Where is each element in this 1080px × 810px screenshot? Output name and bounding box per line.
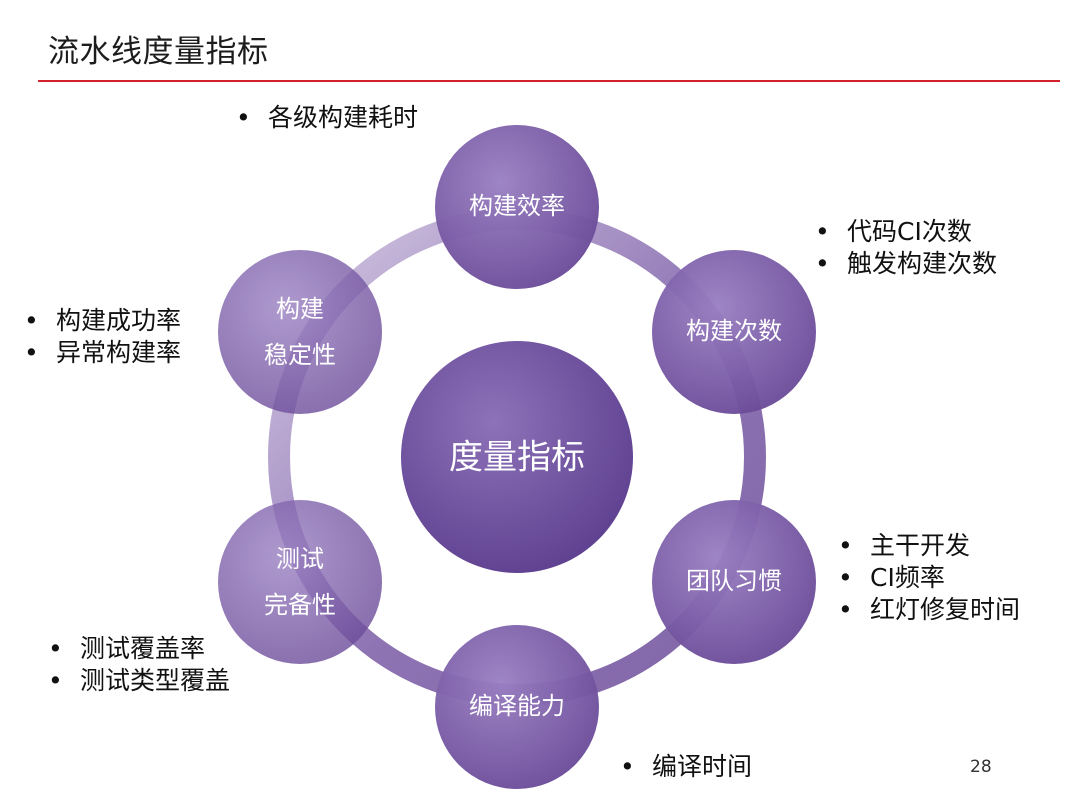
node-compile-ability-circle bbox=[435, 625, 599, 789]
node-build-efficiency-label: 构建效率 bbox=[469, 192, 565, 220]
build-stability-notes: 构建成功率 异常构建率 bbox=[24, 305, 181, 369]
node-build-efficiency: 构建效率 bbox=[435, 125, 599, 289]
build-count-notes: 代码CI次数 触发构建次数 bbox=[815, 216, 997, 280]
page-number: 28 bbox=[970, 757, 992, 777]
node-test-completeness: 测试 完备性 bbox=[218, 500, 382, 664]
test-completeness-note: 测试类型覆盖 bbox=[48, 665, 230, 697]
node-build-stability-label-line2: 稳定性 bbox=[264, 341, 336, 369]
node-team-habits-circle bbox=[652, 500, 816, 664]
node-build-efficiency-circle bbox=[435, 125, 599, 289]
test-completeness-notes: 测试覆盖率 测试类型覆盖 bbox=[48, 633, 230, 697]
team-habits-notes: 主干开发 CI频率 红灯修复时间 bbox=[838, 530, 1020, 626]
node-compile-ability: 编译能力 bbox=[435, 625, 599, 789]
node-compile-ability-label: 编译能力 bbox=[469, 692, 565, 720]
node-test-completeness-label-line1: 测试 bbox=[276, 545, 324, 573]
node-build-stability: 构建 稳定性 bbox=[218, 250, 382, 414]
build-efficiency-notes: 各级构建耗时 bbox=[236, 102, 418, 134]
compile-ability-note: 编译时间 bbox=[620, 751, 752, 783]
center-hub bbox=[401, 341, 633, 573]
slide-title: 流水线度量指标 bbox=[48, 34, 269, 70]
node-build-count-label: 构建次数 bbox=[686, 317, 782, 345]
team-habits-note: 红灯修复时间 bbox=[838, 594, 1020, 626]
node-build-count-circle bbox=[652, 250, 816, 414]
node-test-completeness-label-line2: 完备性 bbox=[264, 591, 336, 619]
test-completeness-note: 测试覆盖率 bbox=[48, 633, 230, 665]
build-count-note: 触发构建次数 bbox=[815, 248, 997, 280]
team-habits-note: CI频率 bbox=[838, 562, 1020, 594]
build-stability-note: 异常构建率 bbox=[24, 337, 181, 369]
build-efficiency-note: 各级构建耗时 bbox=[236, 102, 418, 134]
node-build-stability-label-line1: 构建 bbox=[276, 295, 324, 323]
node-team-habits-label: 团队习惯 bbox=[686, 567, 782, 595]
team-habits-note: 主干开发 bbox=[838, 530, 1020, 562]
node-test-completeness-circle bbox=[218, 500, 382, 664]
title-divider bbox=[38, 80, 1060, 82]
build-count-note: 代码CI次数 bbox=[815, 216, 997, 248]
compile-ability-notes: 编译时间 bbox=[620, 751, 752, 783]
node-build-stability-circle bbox=[218, 250, 382, 414]
center-hub-label: 度量指标 bbox=[449, 438, 585, 478]
node-team-habits: 团队习惯 bbox=[652, 500, 816, 664]
build-stability-note: 构建成功率 bbox=[24, 305, 181, 337]
node-build-count: 构建次数 bbox=[652, 250, 816, 414]
